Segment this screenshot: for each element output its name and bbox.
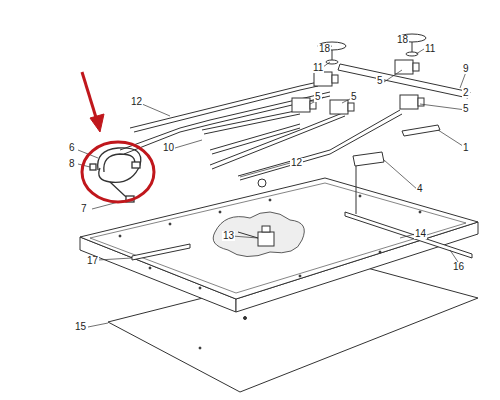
callout-number: 12 (130, 97, 143, 107)
cutaway (213, 212, 304, 257)
trim-strip (345, 212, 472, 258)
callout-number: 7 (80, 204, 88, 214)
callout-number: 13 (222, 231, 235, 241)
leader-line (78, 38, 466, 327)
bracket (353, 152, 384, 214)
callout-number: 16 (452, 262, 465, 272)
callout-number: 5 (462, 104, 470, 114)
callout-number: 15 (74, 322, 87, 332)
burner-box (80, 178, 478, 312)
callout-number: 18 (396, 35, 409, 45)
tube (120, 82, 402, 180)
callout-number: 17 (86, 256, 99, 266)
callout-number: 6 (68, 143, 76, 153)
callout-number: 5 (376, 76, 384, 86)
callout-number: 2 (462, 88, 470, 98)
knob (318, 34, 426, 64)
valve (292, 60, 424, 114)
highlight (82, 72, 154, 202)
callout-number: 18 (318, 44, 331, 54)
callout-number: 11 (312, 63, 324, 73)
plate (132, 244, 190, 260)
callout-number: 10 (162, 143, 175, 153)
plate (402, 125, 440, 136)
callout-number: 11 (424, 44, 436, 54)
callout-number: 8 (68, 159, 76, 169)
valve (238, 226, 274, 246)
callout-number: 12 (290, 158, 303, 168)
callout-number: 1 (462, 143, 470, 153)
callout-number: 5 (314, 92, 322, 102)
callout-number: 5 (350, 92, 358, 102)
wire-harness (90, 148, 141, 202)
callout-number: 14 (414, 229, 427, 239)
callout-number: 4 (416, 184, 424, 194)
tube (202, 110, 300, 154)
callout-number: 9 (462, 64, 470, 74)
